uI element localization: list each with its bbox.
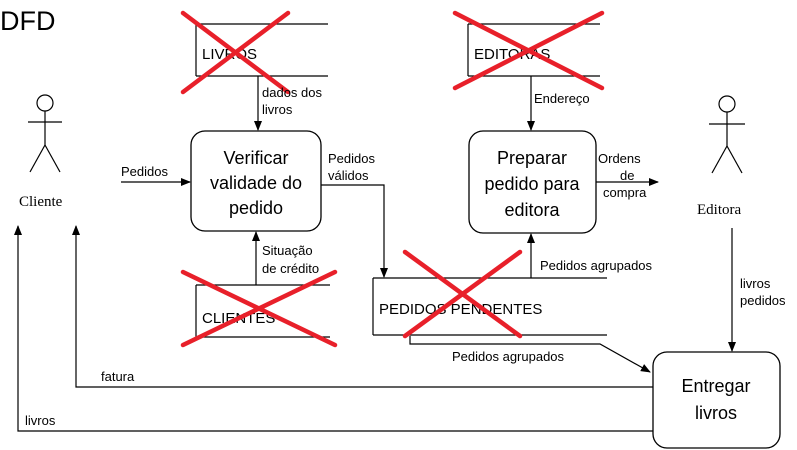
process-preparar-line1: Preparar [497,148,567,168]
actor-cliente [28,94,62,173]
store-livros: LIVROS [180,10,328,95]
flow-label-endereco: Endereço [534,91,590,106]
cross-livros-2 [180,10,291,95]
process-verificar: Verificar validade do pedido [190,130,322,232]
flow-label-livros-pedidos-1: livros [740,276,771,291]
flow-label-ordens-2: de [620,168,634,183]
process-entregar: Entregar livros [652,351,781,449]
flow-label-pedidos: Pedidos [121,164,168,179]
process-verificar-line2: validade do [210,173,302,193]
flow-arrow-fatura [72,225,653,388]
cross-pedidos-2 [402,249,523,339]
flow-arrow-pedidos-validos [321,184,388,278]
process-verificar-line3: pedido [229,198,283,218]
actor-editora-label: Editora [697,202,741,218]
flow-arrow-pedidos-agrupados-bottom [409,336,651,373]
store-pedidos-pendentes-label: PEDIDOS PENDENTES [379,301,542,318]
flow-label-pedidos-validos-1: Pedidos [328,151,375,166]
process-preparar: Preparar pedido para editora [468,130,597,234]
flow-label-fatura: fatura [101,369,135,384]
diagram-title: DFD [0,6,56,36]
flow-label-livros-pedidos-2: pedidos [740,293,786,308]
flow-label-pedidos-agrupados-top: Pedidos agrupados [540,258,653,273]
flow-label-ordens-1: Ordens [598,151,641,166]
cross-editoras-2 [452,10,605,91]
store-editoras: EDITORAS [452,10,605,91]
flow-label-dados-livros-1: dados dos [262,85,322,100]
store-clientes: CLIENTES [180,269,338,348]
process-entregar-line1: Entregar [681,376,750,396]
flow-label-situacao-2: de crédito [262,261,319,276]
flow-label-ordens-3: compra [603,185,647,200]
process-verificar-line1: Verificar [223,148,288,168]
process-preparar-line2: pedido para [484,174,580,194]
flow-label-pedidos-agrupados-bottom: Pedidos agrupados [452,349,565,364]
cross-clientes-2 [180,269,338,348]
flow-arrow-livros [14,225,653,432]
actor-editora [709,95,745,174]
process-preparar-line3: editora [504,200,560,220]
flow-label-dados-livros-2: livros [262,102,293,117]
store-pedidos-pendentes: PEDIDOS PENDENTES [372,249,607,339]
flow-label-situacao-1: Situação [262,243,313,258]
actor-cliente-label: Cliente [19,194,63,210]
flow-label-livros: livros [25,413,56,428]
flow-label-pedidos-validos-2: válidos [328,168,369,183]
process-entregar-line2: livros [695,403,737,423]
